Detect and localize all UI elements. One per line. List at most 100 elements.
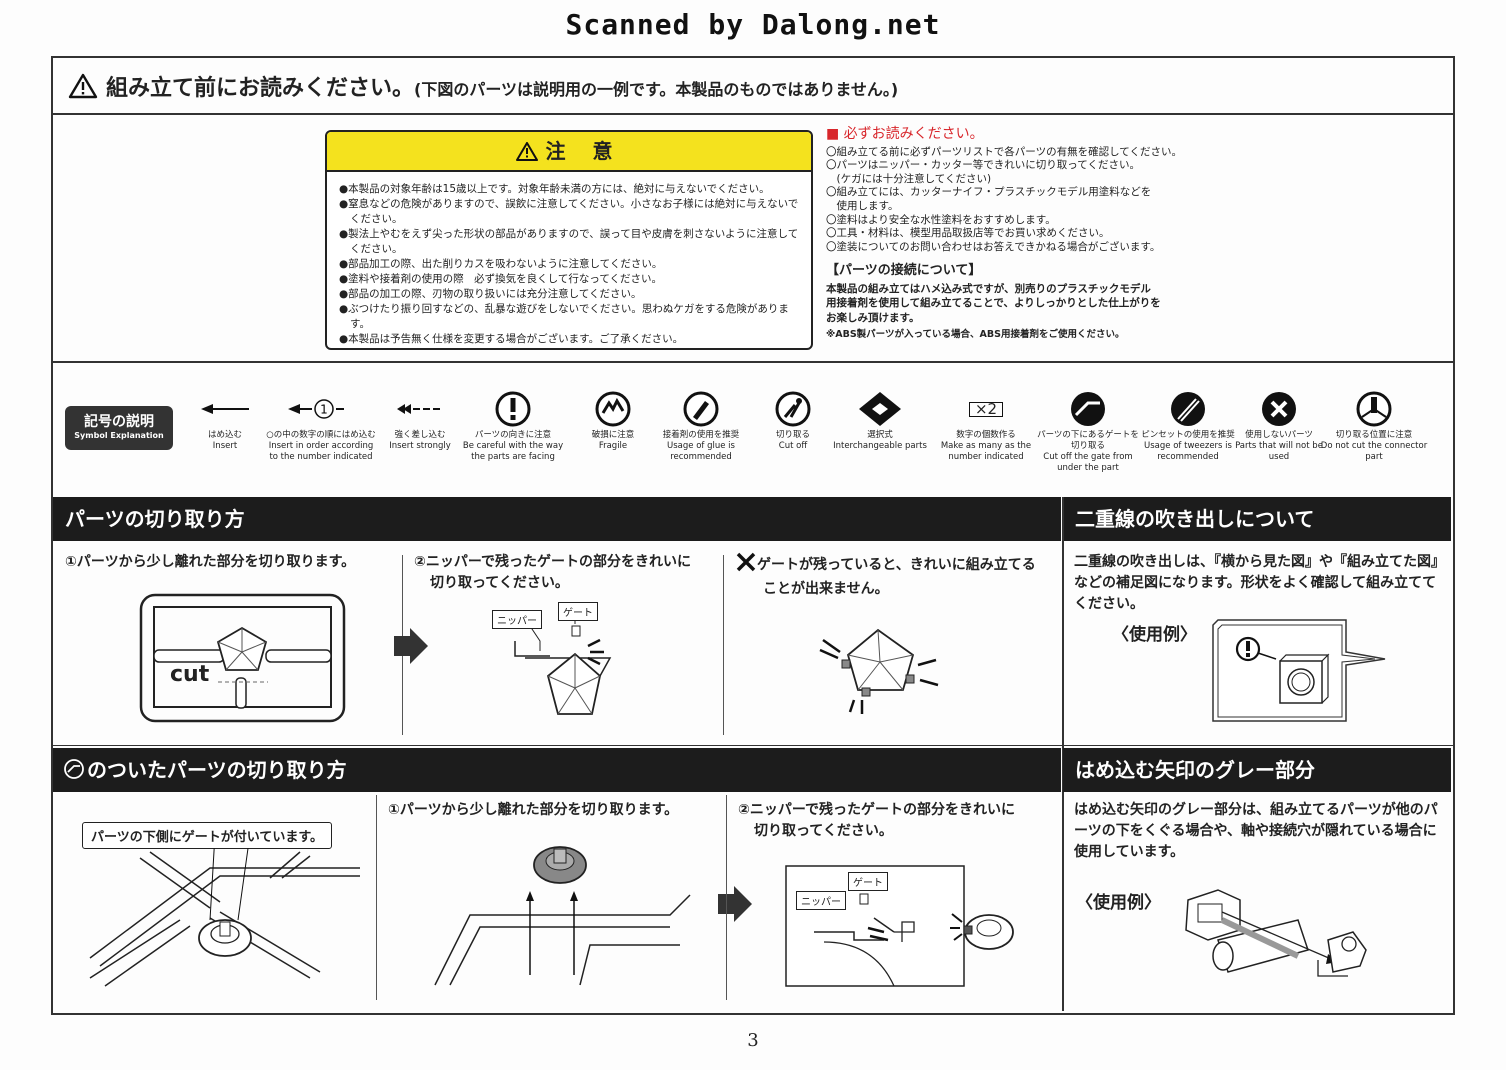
symbol-item: ×2 数字の個数作る Make as many as the number in… — [931, 388, 1041, 463]
symbol-item: 強く差し込む Insert strongly — [365, 388, 475, 452]
symbol-item: パーツの向きに注意 Be careful with the way the pa… — [458, 388, 568, 463]
caution-item: ●ぶつけたり振り回すなどの、乱暴な遊びをしないでください。思わぬケガをする危険が… — [339, 303, 789, 330]
symbol-jp: 切り取る — [775, 430, 810, 440]
divider — [51, 745, 1453, 746]
connection-line: 本製品の組み立てはハメ込み式ですが、別売りのプラスチックモデル — [826, 282, 1151, 295]
gate-cut-icon — [63, 751, 85, 795]
nipper-label: ニッパー — [492, 610, 542, 629]
cut-step2-line: ②ニッパーで残ったゲートの部分をきれいに — [414, 554, 692, 570]
must-read-heading: ■ 必ずお読みください。 — [826, 126, 984, 142]
nipper-label: ニッパー — [796, 891, 846, 910]
symbol-jp: 強く差し込む — [394, 430, 446, 440]
symbol-item: 切り取る位置に注意 Do not cut the connector part — [1319, 388, 1429, 463]
caution-item: ●窒息などの危険がありますので、誤飲に注意してください。小さなお子様には絶対に与… — [339, 198, 799, 225]
cut-step1: ①パーツから少し離れた部分を切り取ります。 — [65, 554, 356, 570]
svg-text:1: 1 — [320, 403, 328, 417]
gate-label: ゲート — [848, 872, 888, 891]
symbol-en: Insert strongly — [389, 441, 451, 451]
symbol-jp: はめ込む — [207, 430, 242, 440]
symbol-en: Be careful with the way the parts are fa… — [462, 441, 564, 462]
warning-triangle-icon — [68, 73, 98, 105]
caution-item: ●部品加工の際、出た削りカスを吸わないように注意してください。 — [339, 258, 663, 270]
caution-item: ●塗料や接着剤の使用の際 必ず換気を良くして行なってください。 — [339, 273, 663, 285]
tweezers-icon — [1133, 388, 1243, 430]
gate-step2-line: 切り取ってください。 — [754, 823, 893, 839]
section-bar-cutting: パーツの切り取り方 — [53, 497, 1061, 541]
caution-heading: 注 意 — [327, 132, 811, 172]
note-line: 使用します。 — [826, 199, 899, 212]
gate-nipper-illustration — [785, 865, 1014, 987]
symbol-en: Make as many as the number indicated — [940, 441, 1032, 462]
symbol-item: 接着剤の使用を推奨 Usage of glue is recommended — [646, 388, 756, 463]
connector-icon — [1319, 388, 1429, 430]
symbol-en: Cut off the gate from under the part — [1043, 452, 1133, 473]
caution-item: ●本製品は予告無く仕様を変更する場合がございます。ご了承ください。 — [339, 333, 684, 345]
page-frame — [51, 56, 1455, 1015]
cut-icon — [738, 388, 848, 430]
multiply-icon: ×2 — [931, 388, 1041, 430]
connection-heading: 【パーツの接続について】 — [826, 263, 982, 279]
gate-step1: ①パーツから少し離れた部分を切り取ります。 — [388, 802, 679, 818]
symbol-item: はめ込む Insert — [170, 388, 280, 452]
symbol-jp: 切り取る位置に注意 — [1335, 430, 1413, 440]
symbol-en: Parts that will not be used — [1235, 441, 1323, 462]
symbol-jp: パーツの下にあるゲートを切り取る — [1037, 430, 1139, 451]
caution-item: ●部品の加工の際、刃物の取り扱いには充分注意してください。 — [339, 288, 642, 300]
warning-triangle-icon — [515, 135, 538, 173]
symbol-jp: 接着剤の使用を推奨 — [662, 430, 740, 440]
double-line-example: 〈使用例〉 — [1112, 625, 1197, 645]
step-arrow-icon — [394, 628, 428, 664]
symbol-jp: 破損に注意 — [591, 430, 635, 440]
arrow-insert-icon — [170, 388, 280, 430]
symbol-item: 破損に注意 Fragile — [558, 388, 668, 452]
symbol-item: 1 ○の中の数字の順にはめ込む Insert in order accordin… — [266, 388, 376, 463]
cut-warning: ゲートが残っていると、きれいに組み立てる ことが出来ません。 — [735, 552, 1055, 600]
note-line: 〇組み立てには、カッターナイフ・プラスチックモデル用塗料などを — [826, 186, 1152, 199]
gate-cut-icon — [1033, 388, 1143, 430]
symbol-en: Fragile — [598, 441, 628, 451]
double-line-balloon-illustration — [1212, 619, 1386, 722]
gate-callout: パーツの下側にゲートが付いています。 — [82, 822, 333, 849]
scan-credit: Scanned by Dalong.net — [565, 8, 941, 41]
symbol-en: Do not cut the connector part — [1320, 441, 1428, 462]
must-read-notes: ■ 必ずお読みください。 〇組み立てる前に必ずパーツリストで各パーツの有無を確認… — [826, 126, 1246, 343]
note-line: 〇工具・材料は、模型用品取扱店等でお買い求めください。 — [826, 227, 1110, 240]
note-line: 〇塗料はより安全な水性塗料をおすすめします。 — [826, 213, 1056, 226]
badge-jp: 記号の説明 — [84, 414, 154, 430]
note-line: 〇塗装についてのお問い合わせはお答えできかねる場合がございます。 — [826, 240, 1161, 253]
interchangeable-icon — [825, 388, 935, 430]
cut-warning-line: ことが出来ません。 — [763, 581, 889, 597]
page-number: 3 — [747, 1030, 759, 1051]
gray-arrow-example: 〈使用例〉 — [1076, 893, 1161, 913]
symbol-jp: ピンセットの使用を推奨 — [1141, 430, 1235, 440]
cross-icon — [735, 552, 757, 579]
symbol-en: Usage of glue is recommended — [667, 441, 735, 462]
badge-en: Symbol Explanation — [74, 431, 164, 440]
numbered-arrow-icon: 1 — [266, 388, 376, 430]
page-title: 組み立て前にお読みください。(下図のパーツは説明用の一例です。本製品のものではあ… — [68, 70, 898, 105]
step-arrow-icon — [718, 886, 752, 922]
gate-step2-line: ②ニッパーで残ったゲートの部分をきれいに — [738, 802, 1016, 818]
fragile-icon — [558, 388, 668, 430]
abs-note: ※ABS製パーツが入っている場合、ABS用接着剤をご使用ください。 — [826, 329, 1125, 341]
note-line: 〇パーツはニッパー・カッター等できれいに切り取ってください。 — [826, 159, 1140, 172]
gate-runner-illustration — [89, 848, 360, 987]
glue-icon — [646, 388, 756, 430]
caution-heading-text: 注 意 — [545, 139, 623, 163]
cut-label: cut — [170, 662, 210, 687]
cut-step2: ②ニッパーで残ったゲートの部分をきれいに 切り取ってください。 — [414, 552, 714, 594]
strong-arrow-icon — [365, 388, 475, 430]
gray-arrow-text: はめ込む矢印のグレー部分は、組み立てるパーツが他のパーツの下をくぐる場合や、軸や… — [1074, 802, 1438, 860]
caution-box: 注 意 ●本製品の対象年齢は15歳以上です。対象年齢未満の方には、絶対に与えない… — [325, 130, 813, 350]
symbol-jp: 数字の個数作る — [956, 430, 1016, 440]
connection-line: 用接着剤を使用して組み立てることで、よりしっかりとした仕上がりを — [826, 297, 1161, 310]
caution-item: ●製法上やむをえず尖った形状の部品がありますので、誤って目や皮膚を刺さないように… — [339, 228, 799, 255]
section-bar-double-line: 二重線の吹き出しについて — [1063, 497, 1451, 541]
gate-label: ゲート — [558, 602, 598, 621]
divider — [51, 361, 1453, 363]
symbol-jp: 選択式 — [867, 430, 893, 440]
nipper-gate-illustration — [514, 614, 612, 715]
note-line: 〇組み立てる前に必ずパーツリストで各パーツの有無を確認してください。 — [826, 145, 1182, 158]
caution-list: ●本製品の対象年齢は15歳以上です。対象年齢未満の方には、絶対に与えないでくださ… — [327, 182, 811, 347]
unused-part-icon — [1224, 388, 1334, 430]
